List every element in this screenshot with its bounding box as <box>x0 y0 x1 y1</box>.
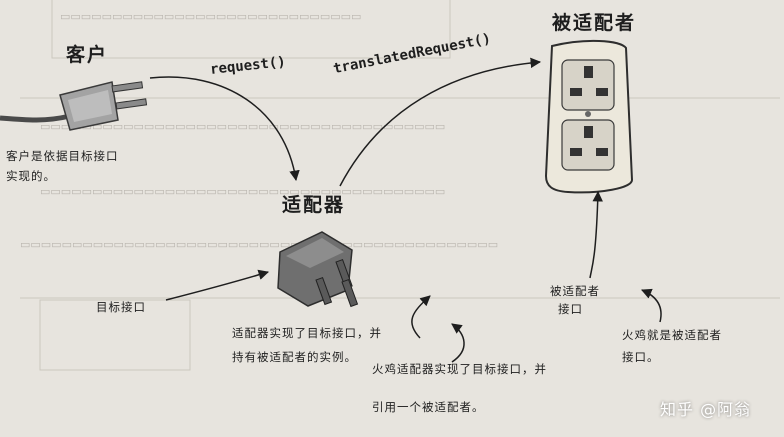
turkey-adaptee-note-line-1: 火鸡就是被适配者 <box>622 324 722 346</box>
adapter-note-line-1: 适配器实现了目标接口，并 <box>232 322 382 344</box>
turkey-adaptee-note-arrow <box>642 290 661 322</box>
turkey-adapter-note-line-1: 火鸡适配器实现了目标接口，并 <box>372 358 547 380</box>
watermark: 知乎 @阿翁 <box>660 396 751 420</box>
client-title: 客户 <box>66 40 108 67</box>
request-arrow <box>150 77 296 180</box>
adaptee-interface-note-line-2: 接口 <box>558 298 583 320</box>
target-interface-label: 目标接口 <box>96 296 146 318</box>
translated-request-arrow <box>340 62 540 186</box>
turkey-adapter-note-line-2: 引用一个被适配者。 <box>372 396 485 418</box>
client-note: 客户是依据目标接口实现的。 <box>6 146 130 186</box>
adapter-note-arrow <box>412 296 430 338</box>
wall-socket-icon <box>546 41 632 192</box>
adaptee-title: 被适配者 <box>552 8 636 35</box>
target-interface-arrow <box>166 272 268 300</box>
plug-icon <box>0 82 147 130</box>
turkey-adaptee-note-line-2: 接口。 <box>622 346 660 368</box>
adaptee-interface-arrow <box>590 192 598 278</box>
adapter-note-line-2: 持有被适配者的实例。 <box>232 346 357 368</box>
turkey-adapter-note-arrow <box>452 324 464 362</box>
adapter-title: 适配器 <box>282 190 345 217</box>
adapter-plug-icon <box>278 232 357 306</box>
